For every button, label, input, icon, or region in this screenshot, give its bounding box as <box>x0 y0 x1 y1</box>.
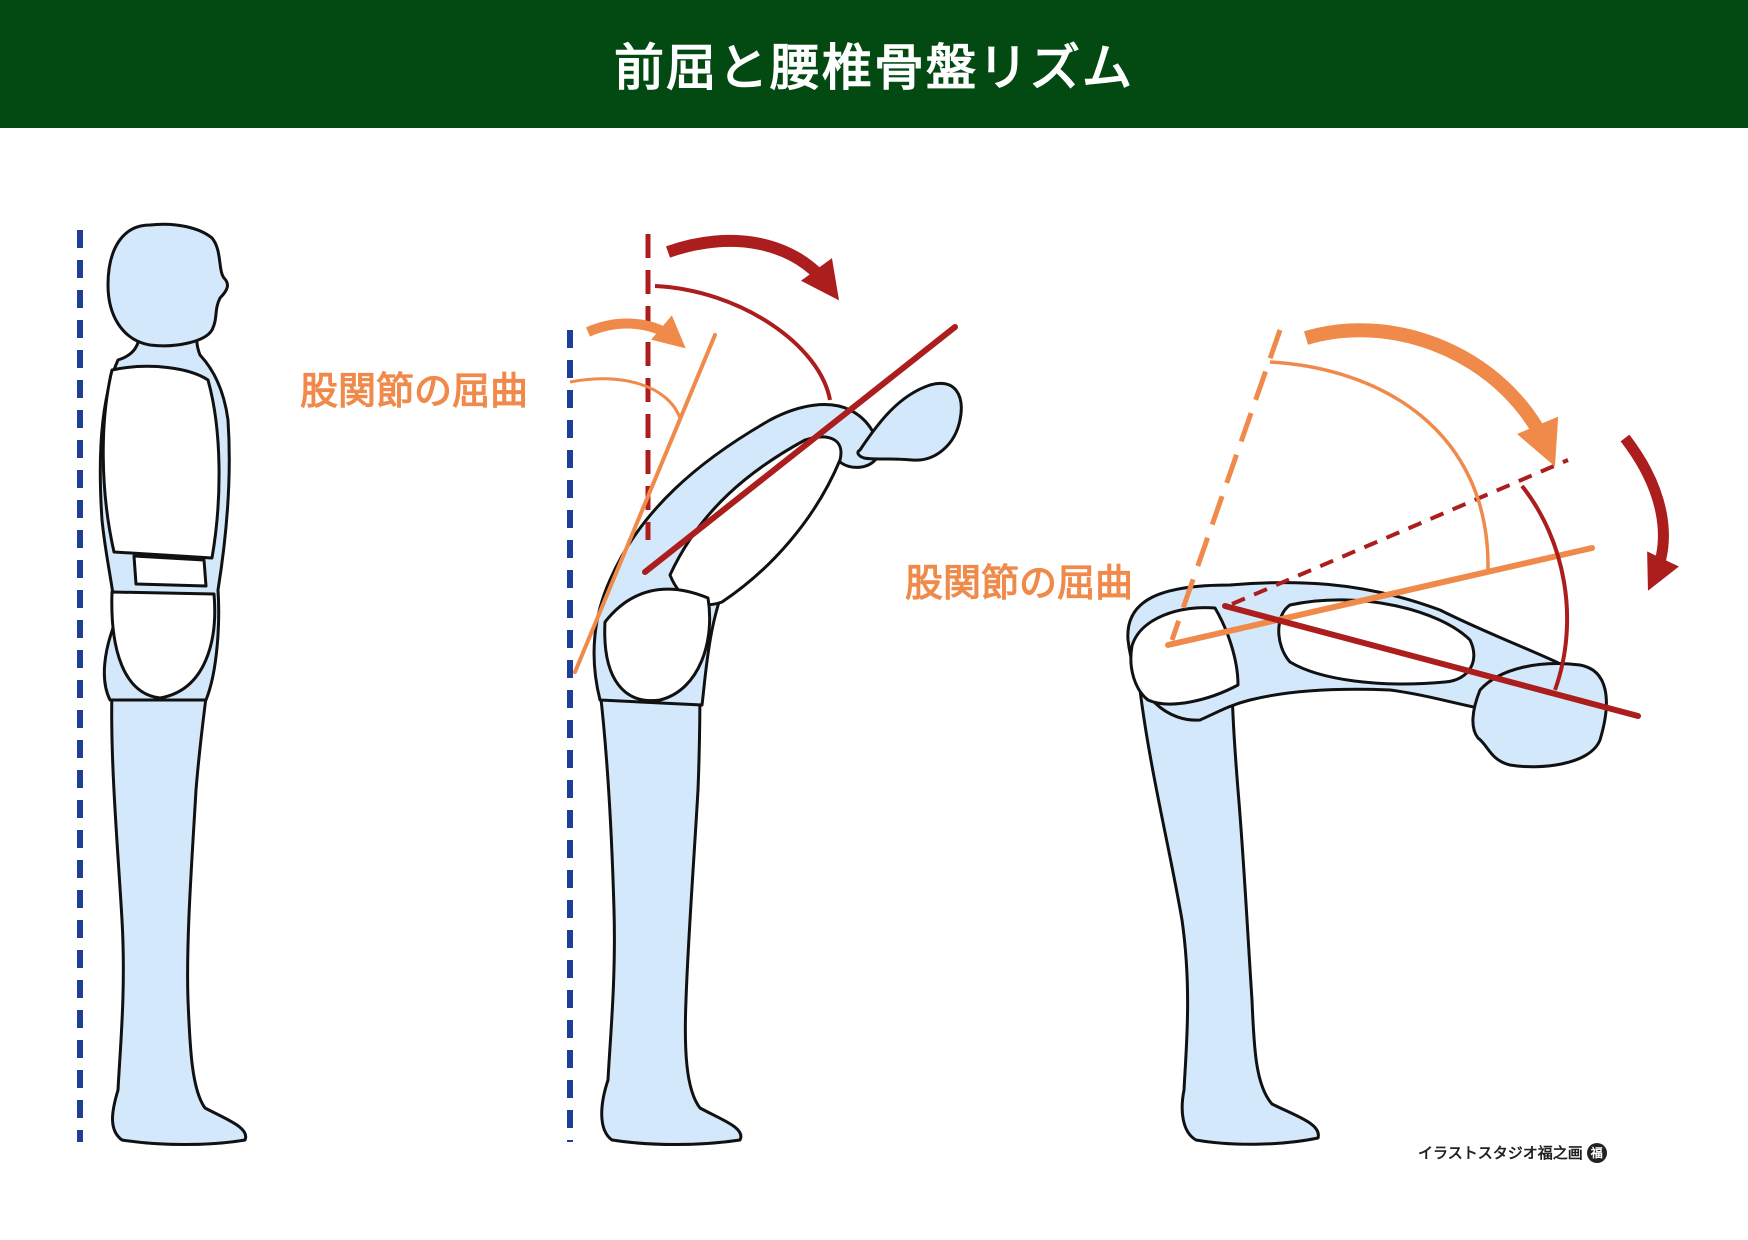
figure-bending-forward <box>567 234 963 1146</box>
curved-arrow-icon <box>1304 323 1559 467</box>
hip-angle-line-2 <box>573 333 717 674</box>
title-bar: 前屈と腰椎骨盤リズム <box>0 0 1748 128</box>
standing-body <box>98 222 248 1146</box>
hip-flexion-label-middle: 股関節の屈曲 <box>300 369 529 413</box>
hip-angle-line-3 <box>1165 545 1595 648</box>
page-title: 前屈と腰椎骨盤リズム <box>614 39 1134 97</box>
hip-angle-arc-3 <box>1269 360 1490 571</box>
curved-arrow-icon <box>585 315 686 349</box>
bending-body <box>592 382 963 1146</box>
spine-angle-arc-3 <box>1520 484 1570 691</box>
hip-reference-line-3 <box>1169 329 1283 641</box>
hip-angle-arc-2 <box>569 377 682 419</box>
spine-angle-arc-2 <box>654 284 832 401</box>
credit-text: イラストスタジオ福之画 <box>1418 1144 1583 1162</box>
spine-angle-line-3 <box>1222 603 1641 719</box>
curved-arrow-icon <box>1620 434 1679 591</box>
curved-arrow-icon <box>665 234 840 301</box>
credit: イラストスタジオ福之画 福 <box>1418 1142 1607 1163</box>
full-bend-body <box>1126 581 1608 1146</box>
figure-full-bend <box>1126 323 1679 1146</box>
spine-reference-line-3 <box>1231 458 1569 606</box>
hip-flexion-label-right: 股関節の屈曲 <box>905 561 1134 605</box>
spine-angle-line-2 <box>642 324 958 575</box>
credit-logo: 福 <box>1586 1142 1607 1163</box>
figure-standing <box>77 222 248 1146</box>
